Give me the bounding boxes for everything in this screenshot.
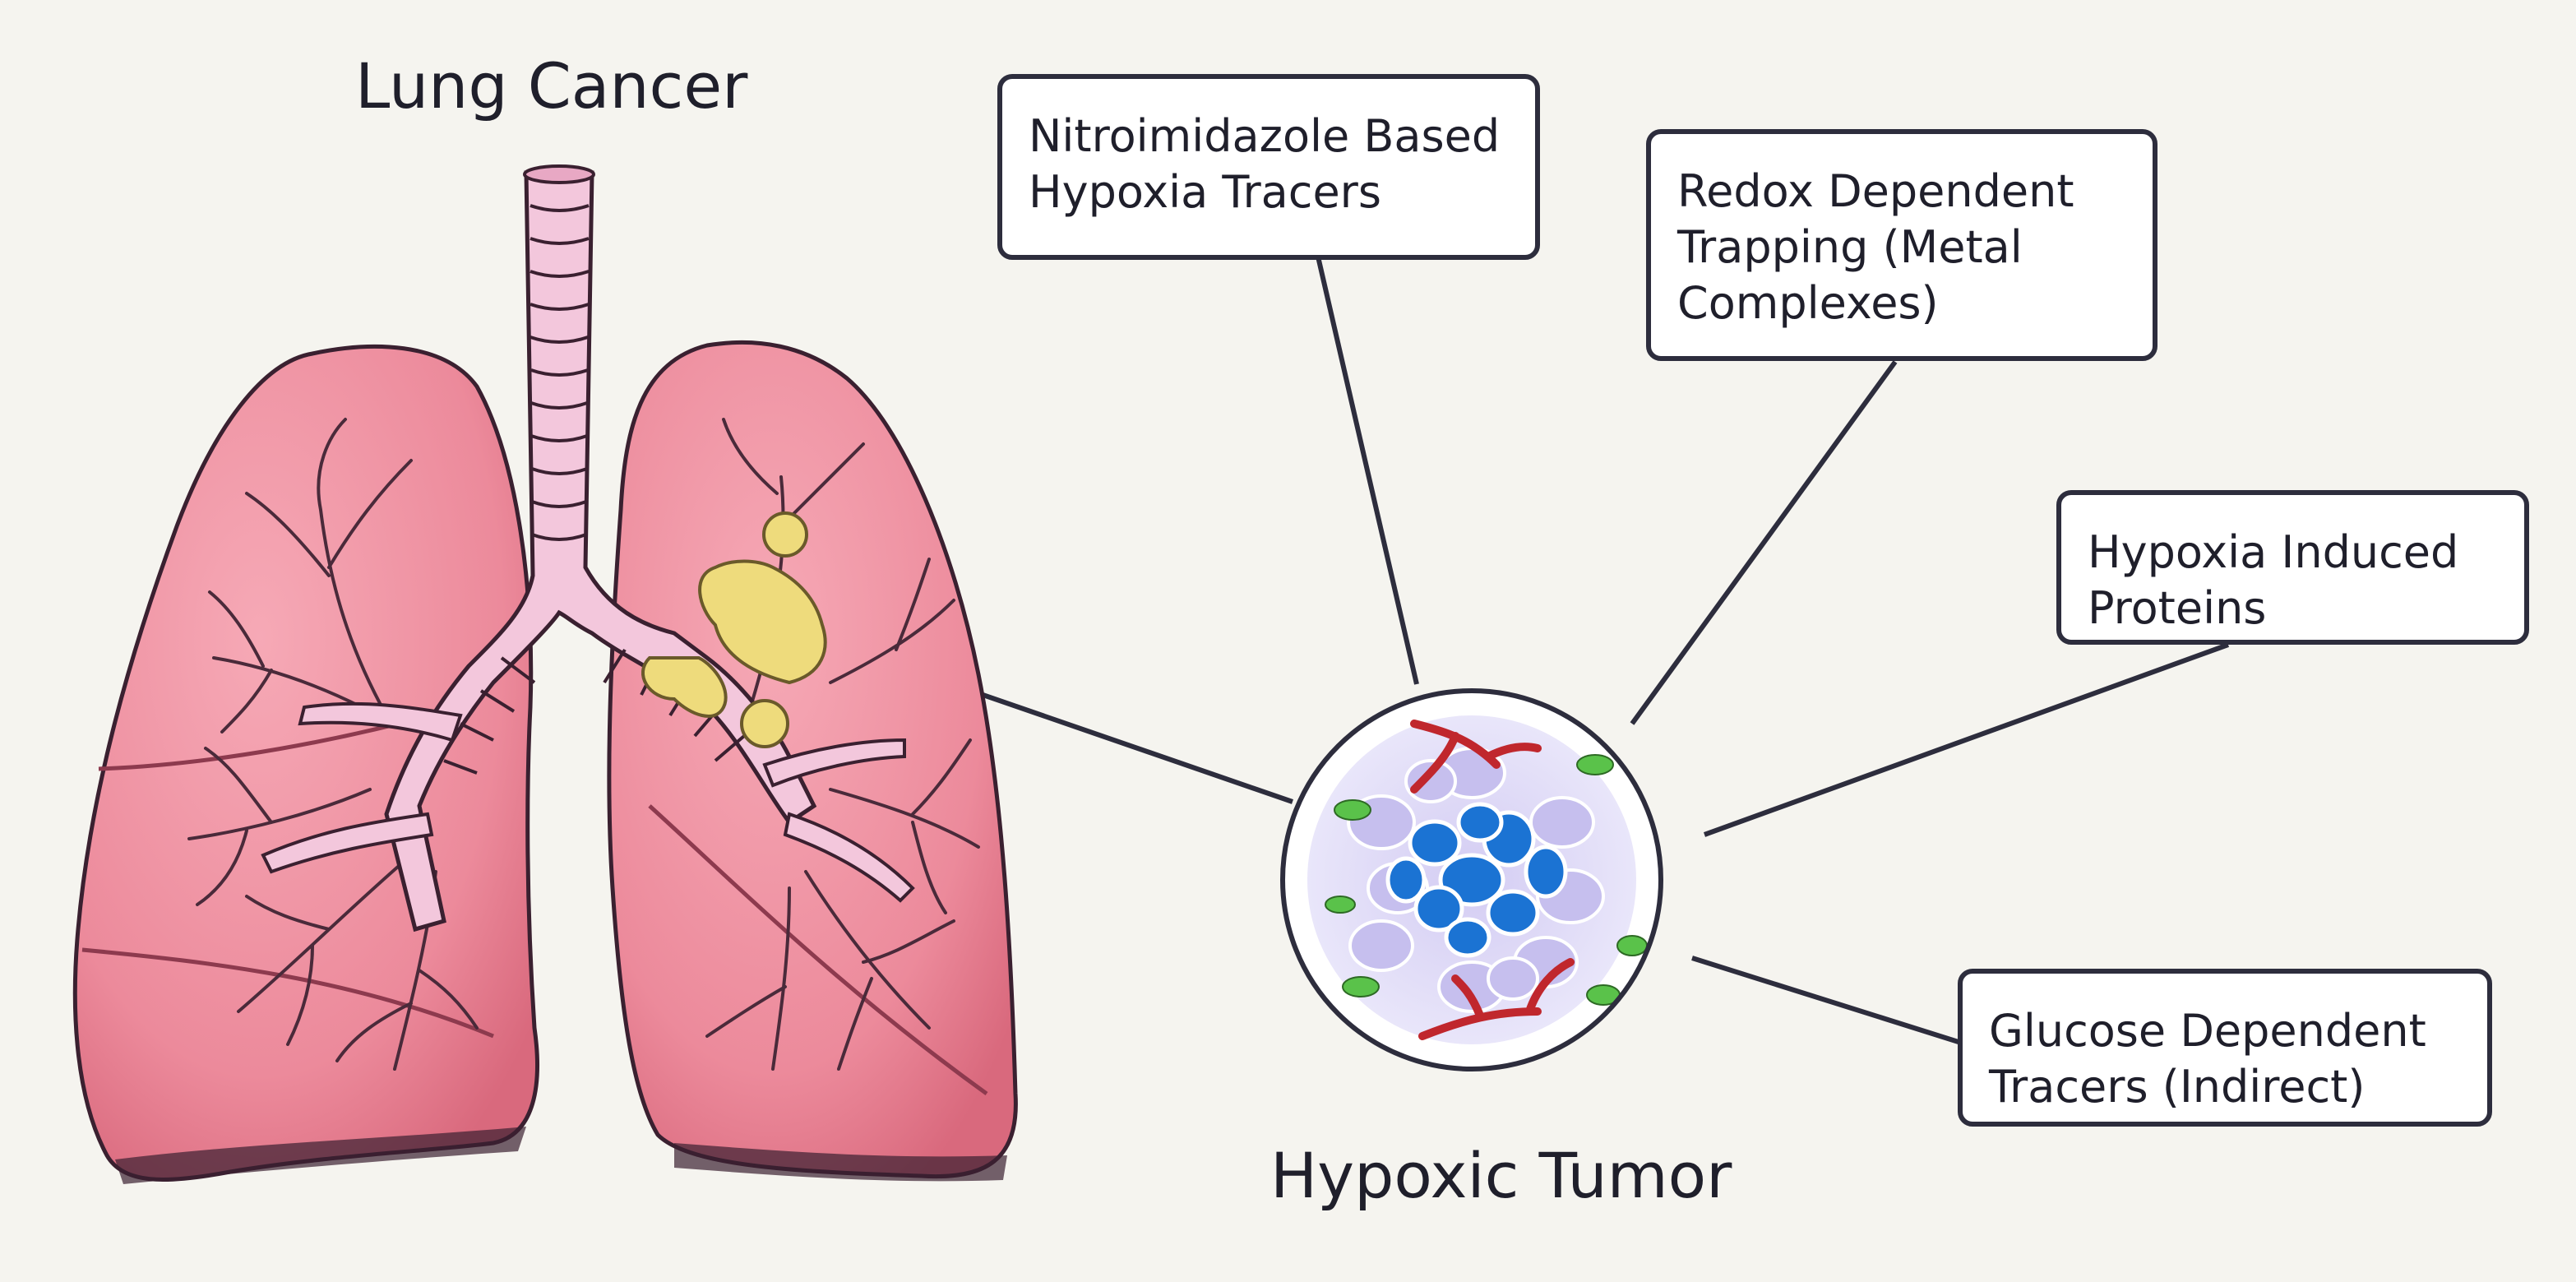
label-redox-line-1: Redox Dependent <box>1677 165 2074 217</box>
right-lung-fissure-2 <box>81 947 494 1039</box>
label-redox-trapping: Redox Dependent Trapping (Metal Complexe… <box>1646 129 2157 361</box>
label-glucose-line-2: Tracers (Indirect) <box>1989 1061 2366 1113</box>
lungs-illustration <box>72 164 1018 1184</box>
lung-cancer-title: Lung Cancer <box>355 49 748 123</box>
label-nitroimidazole-line-2: Hypoxia Tracers <box>1029 166 1382 218</box>
connector-proteins <box>1703 642 2230 837</box>
hypoxic-core-cells <box>1385 802 1568 958</box>
connector-nitroimidazole <box>1316 256 1419 685</box>
right-lung <box>72 345 539 1182</box>
label-redox-line-2: Trapping (Metal <box>1677 221 2023 273</box>
label-nitroimidazole-line-1: Nitroimidazole Based <box>1029 110 1501 162</box>
left-lung-fissure <box>648 804 988 1096</box>
right-lung-base-shadow <box>115 1127 526 1184</box>
trachea <box>384 164 817 933</box>
label-redox-line-3: Complexes) <box>1677 277 1939 329</box>
stromal-cells <box>1325 754 1648 1006</box>
lung-tumor-masses <box>641 511 827 748</box>
bronchioles <box>187 418 980 1071</box>
label-hypoxia-induced-proteins: Hypoxia Induced Proteins <box>2056 490 2529 645</box>
secondary-bronchi <box>261 701 915 903</box>
label-glucose-line-1: Glucose Dependent <box>1989 1005 2426 1057</box>
left-lung-base-shadow <box>674 1143 1007 1182</box>
label-proteins-line-1: Hypoxia Induced <box>2088 526 2459 578</box>
connector-glucose <box>1691 956 1962 1045</box>
blood-vessels <box>1410 720 1575 1040</box>
hypoxic-tumor-illustration <box>1280 688 1663 1071</box>
trachea-rings <box>443 204 746 775</box>
connector-redox <box>1630 360 1898 725</box>
connector-lines <box>784 256 2230 1045</box>
label-glucose-dependent-tracers: Glucose Dependent Tracers (Indirect) <box>1958 969 2492 1127</box>
hypoxic-tumor-title: Hypoxic Tumor <box>1270 1139 1732 1212</box>
label-proteins-line-2: Proteins <box>2088 582 2267 634</box>
label-nitroimidazole-tracers: Nitroimidazole Based Hypoxia Tracers <box>997 74 1540 260</box>
